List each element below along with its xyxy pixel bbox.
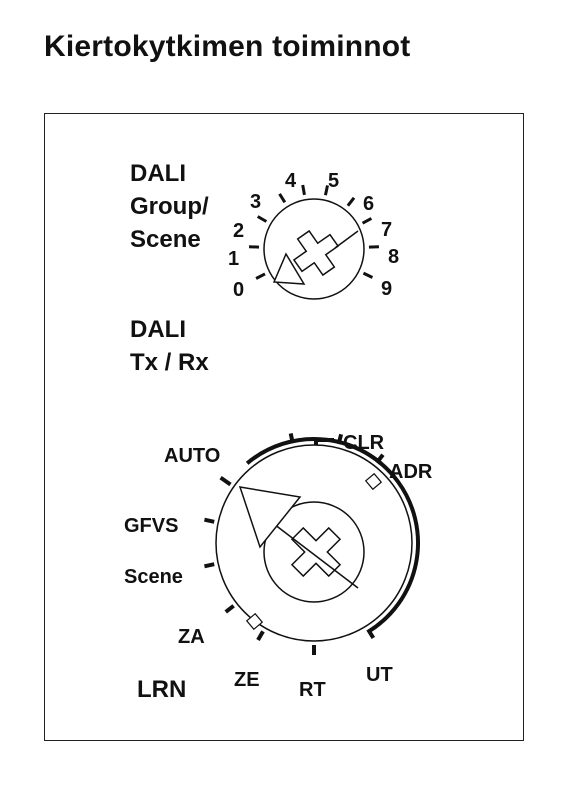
- mode-label-clr: CLR: [343, 432, 385, 454]
- mode-switch-tick: [366, 628, 376, 640]
- dali-position-label: 4: [285, 170, 297, 192]
- mode-label-za: ZA: [178, 626, 205, 648]
- diagram-frame: [44, 113, 524, 741]
- dali-position-labels: 0 1 2 3 4 5 6 7 8 9: [228, 170, 399, 301]
- dali-position-label: 7: [381, 219, 392, 241]
- mode-switch-tick: [375, 453, 385, 464]
- small-switch-pointer-line: [334, 230, 359, 249]
- dali-group-scene-line: Scene: [130, 226, 201, 253]
- dali-position-label: 9: [381, 278, 392, 300]
- small-switch-tick: [255, 272, 266, 280]
- dali-position-label: 3: [250, 191, 261, 213]
- dali-position-label: 1: [228, 248, 239, 270]
- mode-switch-tick: [224, 604, 235, 614]
- mode-switch-tick: [219, 475, 232, 487]
- mode-switch-tick: [204, 517, 215, 524]
- dali-position-label: 0: [233, 279, 244, 301]
- dali-tx-rx-line: Tx / Rx: [130, 349, 209, 376]
- small-switch-tick: [278, 193, 287, 204]
- adr-range-arc: [345, 442, 383, 465]
- small-switch-arrow-icon: [272, 252, 306, 285]
- dali-group-scene-label: DALI Group/ Scene: [130, 160, 209, 253]
- mode-switch-ticks: [204, 433, 385, 655]
- dali-group-scene-line: DALI: [130, 160, 186, 187]
- mode-rotary-switch[interactable]: [204, 433, 420, 655]
- adr-marker-icon: [364, 472, 383, 491]
- small-switch-tick: [323, 185, 329, 196]
- mode-switch-arrow-icon: [238, 486, 302, 549]
- mode-switch-cross-slot-icon: [290, 526, 342, 578]
- dali-position-label: 6: [363, 193, 374, 215]
- small-switch-ticks: [248, 184, 380, 280]
- mode-label-scene: Scene: [124, 566, 183, 588]
- small-switch-tick: [362, 271, 374, 279]
- small-switch-tick: [301, 184, 306, 196]
- dali-tx-rx-line: DALI: [130, 316, 186, 343]
- mode-label-ze: ZE: [234, 669, 260, 691]
- dali-group-scene-line: Group/: [130, 193, 209, 220]
- small-switch-tick: [256, 215, 268, 223]
- dali-position-label: 2: [233, 220, 244, 242]
- dali-rotary-switch[interactable]: [248, 184, 380, 300]
- mode-label-gfvs: GFVS: [124, 515, 178, 537]
- mode-switch-tick: [336, 433, 344, 445]
- mode-label-auto: AUTO: [164, 445, 220, 467]
- mode-label-ut: UT: [366, 664, 393, 686]
- small-switch-tick: [346, 196, 356, 207]
- dali-tx-rx-label: DALI Tx / Rx: [130, 316, 209, 376]
- page-title: Kiertokytkimen toiminnot: [44, 30, 411, 63]
- mode-switch-pointer-line: [269, 520, 359, 589]
- mode-label-adr: ADR: [389, 461, 433, 483]
- za-marker-icon: [245, 612, 264, 631]
- mode-switch-tick: [204, 562, 215, 569]
- dali-position-label: 8: [388, 246, 399, 268]
- small-switch-tick: [361, 217, 373, 225]
- mode-position-labels: AUTO GFVS Scene ZA ZE RT UT ADR CLR LRN: [124, 432, 433, 703]
- mode-switch-tick: [256, 630, 265, 641]
- mode-switch-tick: [288, 433, 295, 444]
- lrn-label: LRN: [137, 676, 186, 703]
- small-switch-cross-slot-icon: [292, 229, 340, 277]
- dali-position-label: 5: [328, 170, 339, 192]
- mode-label-rt: RT: [299, 679, 326, 701]
